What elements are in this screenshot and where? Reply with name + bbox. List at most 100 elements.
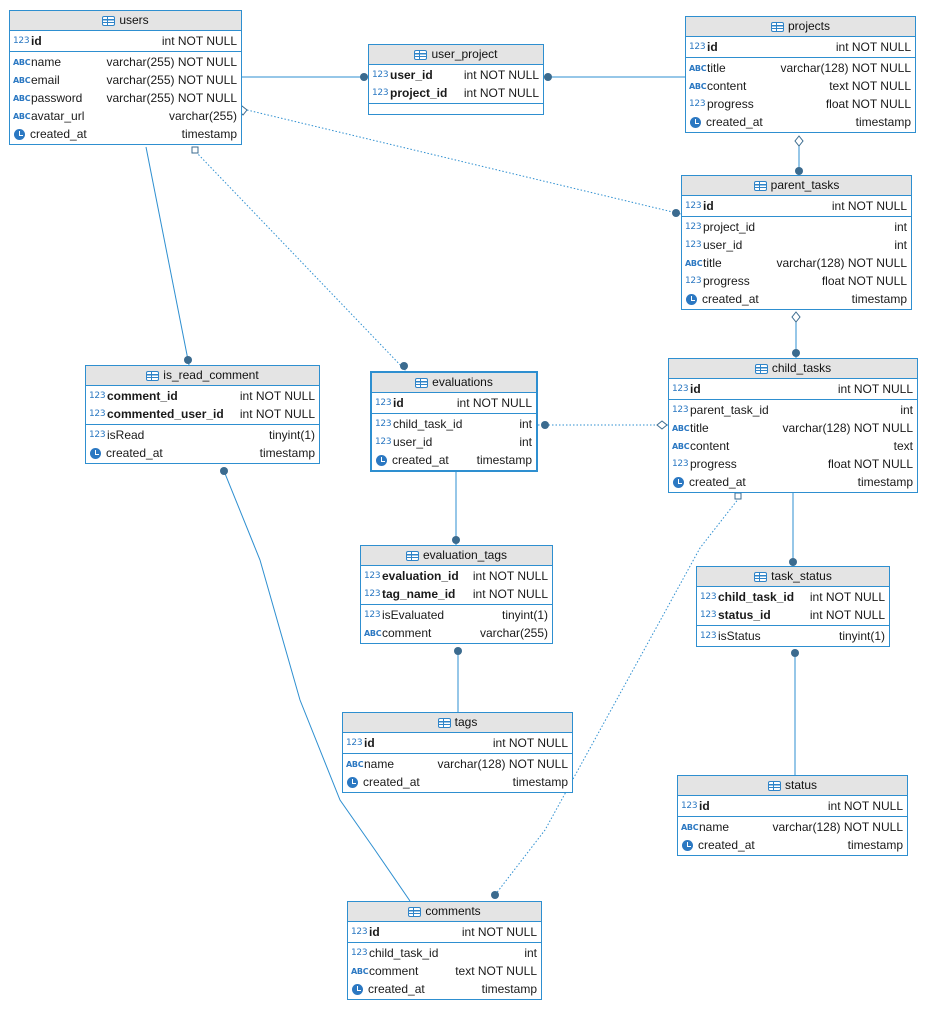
column-name: content (707, 79, 747, 93)
timestamp-icon (14, 128, 25, 140)
text-type-icon: ABC (13, 111, 31, 121)
column-type: varchar(255) (168, 109, 237, 123)
table-header[interactable]: task_status (697, 567, 889, 587)
table-header[interactable]: evaluation_tags (361, 546, 552, 566)
table-header[interactable]: is_read_comment (86, 366, 319, 386)
table-header[interactable]: users (10, 11, 241, 31)
rel-dot (454, 647, 462, 655)
numeric-icon: 123 (375, 437, 392, 447)
key-numeric-icon: 123 (364, 571, 381, 581)
table-header[interactable]: parent_tasks (682, 176, 911, 196)
table-header[interactable]: comments (348, 902, 541, 922)
key-numeric-icon: 123 (351, 927, 368, 937)
timestamp-icon (673, 476, 684, 488)
column-name: id (31, 34, 42, 48)
column-type: varchar(255) NOT NULL (106, 55, 238, 69)
column-name: user_id (703, 238, 743, 252)
table-header[interactable]: evaluations (372, 373, 536, 393)
timestamp-icon (347, 776, 358, 788)
table-header[interactable]: tags (343, 713, 572, 733)
numeric-icon: 123 (672, 459, 689, 469)
table-header[interactable]: projects (686, 17, 915, 37)
table-icon (415, 377, 429, 388)
timestamp-icon (352, 983, 363, 995)
column-name: isEvaluated (382, 608, 445, 622)
table-header[interactable]: status (678, 776, 907, 796)
rel-dot (791, 649, 799, 657)
column-name: name (699, 820, 730, 834)
table-header[interactable]: child_tasks (669, 359, 917, 379)
table-header[interactable]: user_project (369, 45, 543, 65)
other-columns (369, 104, 543, 114)
table-title: users (119, 13, 149, 27)
numeric-icon: 123 (375, 419, 392, 429)
rel-square (191, 146, 199, 154)
